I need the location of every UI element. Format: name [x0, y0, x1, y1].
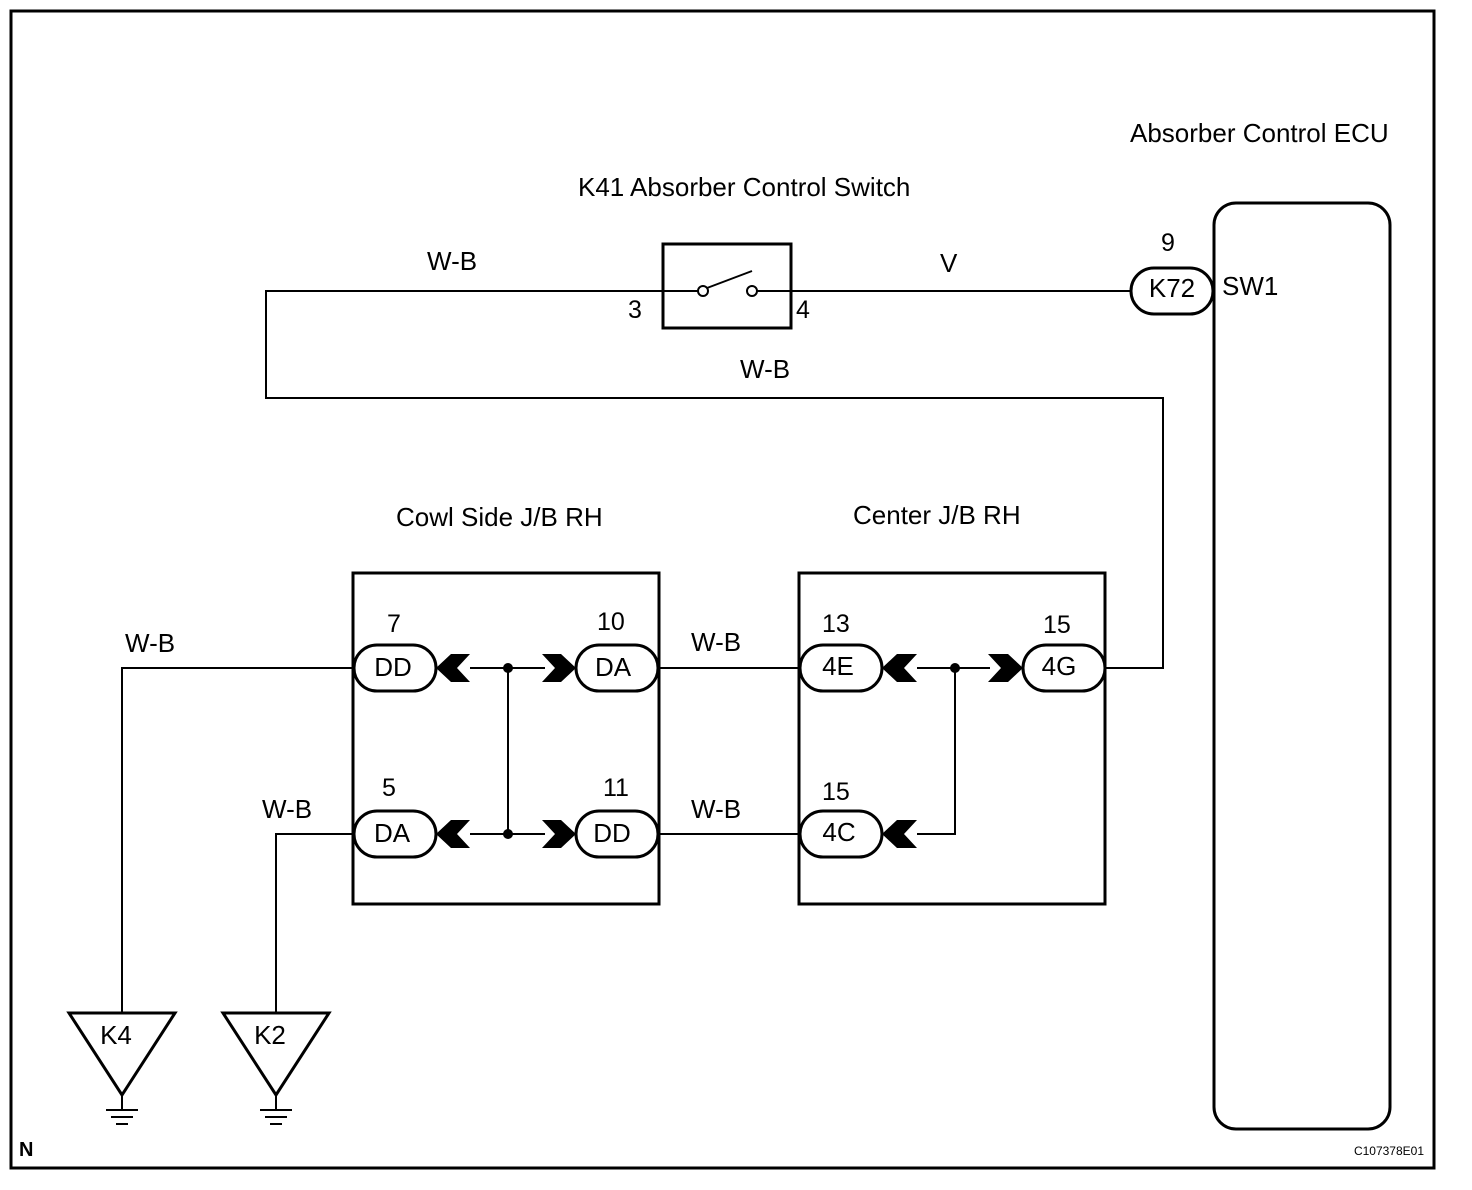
- switch-pin-3: 3: [628, 296, 642, 324]
- wire-label-cowl-center-bottom: W-B: [691, 794, 741, 824]
- arrow-4c15: [882, 820, 917, 848]
- diagram-frame: [9, 9, 1436, 1170]
- ecu-body: [1212, 201, 1392, 1131]
- arrow-dd7: [436, 654, 470, 682]
- switch-blade: [706, 270, 753, 289]
- g4-15-pin: 15: [1043, 611, 1071, 639]
- k72-pin: 9: [1161, 229, 1175, 257]
- cowl-junction-top: [503, 663, 513, 673]
- arrow-4e13: [882, 654, 917, 682]
- center-junction-top: [950, 663, 960, 673]
- wire-label-ground-k4: W-B: [125, 628, 175, 658]
- cowl-jb-title: Cowl Side J/B RH: [396, 502, 603, 532]
- arrow-da5: [436, 820, 470, 848]
- wire-label-return: W-B: [740, 354, 790, 384]
- da5-label: DA: [374, 818, 411, 848]
- k72-label: K72: [1149, 273, 1195, 303]
- switch-contact-left: [697, 285, 709, 297]
- cowl-junction-bottom: [503, 829, 513, 839]
- dd11-pin: 11: [603, 774, 629, 802]
- arrow-4g15: [988, 654, 1023, 682]
- switch-body: [661, 242, 793, 330]
- corner-mark: N: [19, 1139, 33, 1161]
- wire-label-switch-right: V: [940, 248, 958, 278]
- center-jb-body: [797, 571, 1107, 906]
- arrow-dd11: [542, 820, 576, 848]
- center-bus-bottom: [917, 668, 956, 835]
- ecu-title: Absorber Control ECU: [1130, 118, 1389, 148]
- center-jb-title: Center J/B RH: [853, 500, 1021, 530]
- cowl-jb-body: [351, 571, 661, 906]
- dd7-label: DD: [374, 652, 412, 682]
- figure-code: C107378E01: [1354, 1144, 1424, 1158]
- wire-ground-k4: [121, 667, 354, 1013]
- arrow-da10: [542, 654, 576, 682]
- ground-k2-symbol: [220, 1011, 332, 1098]
- dd7-pin: 7: [387, 610, 401, 638]
- wire-label-switch-left: W-B: [427, 246, 477, 276]
- wire-label-ground-k2: W-B: [262, 794, 312, 824]
- g4-15-connector: [1021, 643, 1107, 693]
- g4-15-label: 4G: [1042, 651, 1077, 681]
- c4-15-label: 4C: [822, 817, 855, 847]
- da10-pin: 10: [597, 608, 625, 636]
- switch-title: K41 Absorber Control Switch: [578, 172, 910, 202]
- dd11-label: DD: [593, 818, 631, 848]
- da10-label: DA: [595, 652, 632, 682]
- k72-connector: [1129, 266, 1215, 316]
- wire-switch-left: [265, 290, 1164, 669]
- switch-pin-4: 4: [796, 296, 810, 324]
- ground-k4-symbol: [66, 1011, 178, 1098]
- da5-pin: 5: [382, 774, 396, 802]
- e4-13-label: 4E: [822, 651, 854, 681]
- switch-contact-right: [746, 285, 758, 297]
- wire-label-cowl-center-top: W-B: [691, 627, 741, 657]
- wire-ground-k2: [275, 833, 354, 1013]
- ecu-terminal-sw1: SW1: [1222, 271, 1278, 301]
- c4-15-pin: 15: [822, 778, 850, 806]
- e4-13-pin: 13: [822, 610, 850, 638]
- ground-k4-label: K4: [100, 1020, 132, 1050]
- ground-k2-label: K2: [254, 1020, 286, 1050]
